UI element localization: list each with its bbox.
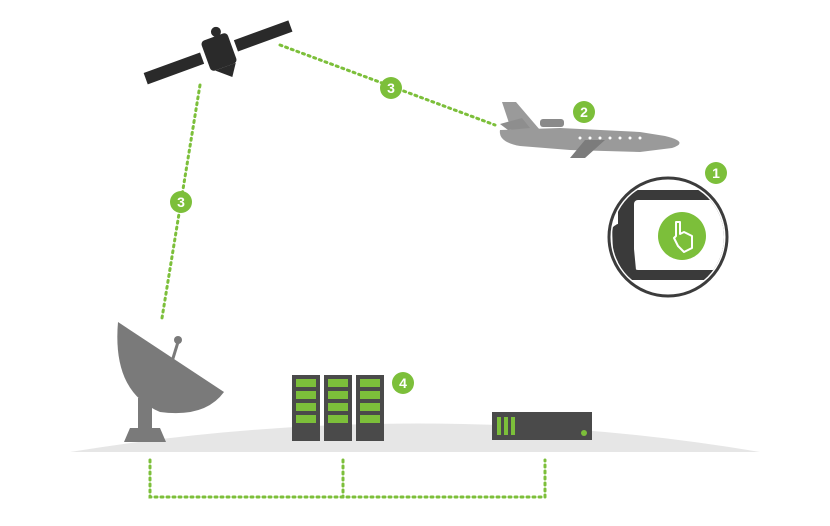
badge-tablet: 1 — [705, 162, 727, 184]
server-rack-2 — [324, 375, 352, 441]
tablet-app-button — [658, 212, 706, 260]
network-box-port-3 — [511, 417, 515, 435]
satellite-body — [201, 33, 237, 71]
network-box-led — [581, 430, 587, 436]
airplane-stabilizer — [500, 118, 530, 130]
badge-tablet-label: 1 — [712, 165, 720, 181]
badge-airplane: 2 — [573, 101, 595, 123]
network-box-port-2 — [504, 417, 508, 435]
airplane-icon — [499, 102, 680, 158]
badge-link-sat-dish: 3 — [170, 191, 192, 213]
server-rack-icon — [292, 375, 384, 441]
badge-servers-label: 4 — [399, 375, 407, 391]
satellite-right-panel — [233, 20, 293, 52]
satellite-dish-icon — [117, 322, 224, 442]
touch-hand-icon — [673, 221, 693, 253]
dish-post — [138, 398, 152, 430]
server-rack-1 — [292, 375, 320, 441]
link-satellite-dish — [160, 83, 202, 320]
airplane-wing — [570, 140, 605, 158]
dish-base — [124, 428, 166, 442]
badge-link-sat-plane-label: 3 — [387, 80, 395, 96]
badge-airplane-label: 2 — [580, 104, 588, 120]
dish-feed — [174, 336, 182, 344]
badge-link-sat-dish-label: 3 — [177, 194, 185, 210]
badge-servers: 4 — [392, 372, 414, 394]
airplane-windows — [578, 136, 642, 140]
network-box-body — [492, 412, 592, 440]
satellite-icon — [143, 20, 293, 85]
satellite-antenna — [210, 26, 221, 37]
server-rack-3 — [356, 375, 384, 441]
ground — [70, 423, 760, 452]
airplane-engine — [540, 119, 564, 127]
satellite-dish-part — [215, 62, 236, 77]
satellite-left-panel — [143, 52, 205, 85]
link-ground-network — [148, 458, 547, 499]
badge-link-sat-plane: 3 — [380, 77, 402, 99]
tablet-touch-icon — [607, 176, 729, 298]
dish-feed-arm — [168, 341, 180, 369]
network-box-icon — [492, 412, 592, 440]
network-box-port-1 — [497, 417, 501, 435]
